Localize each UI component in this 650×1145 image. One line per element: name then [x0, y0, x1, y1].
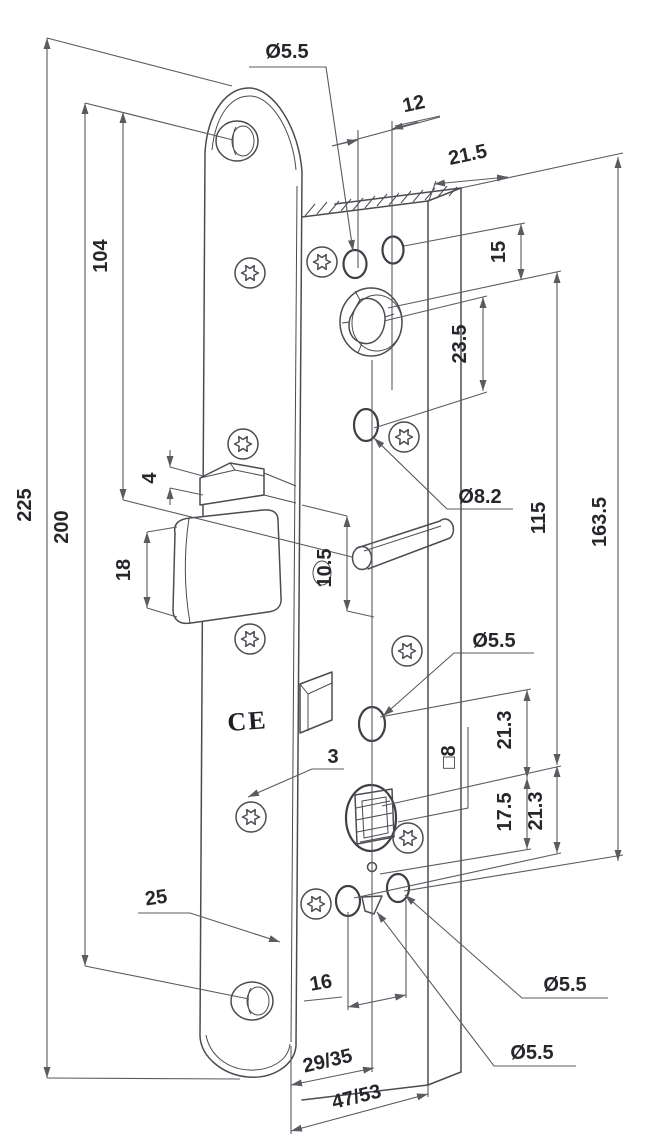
dim-12-line: [331, 116, 441, 147]
dim-label-21-3b: 21.3: [525, 792, 547, 831]
mount-hole-a: [342, 248, 368, 280]
underline-16: [303, 996, 343, 1002]
dim-label-25: 25: [144, 886, 169, 911]
dim-label-21-5: 21.5: [446, 140, 489, 170]
dim-label-dia55-b1: Ø5.5: [543, 974, 586, 996]
dim-label-225: 225: [14, 488, 36, 521]
dim-label-23-5: 23.5: [449, 325, 471, 364]
dim-21-5-line: [433, 174, 509, 187]
dim-label-16: 16: [308, 970, 334, 996]
leader-dia55-b2: [376, 911, 576, 1067]
small-oval-hole: [312, 560, 332, 586]
dim-label-4: 4: [139, 472, 161, 484]
underline-12: [394, 115, 441, 127]
dim-label-3: 3: [327, 746, 338, 768]
dim-label-dia55-b2: Ø5.5: [510, 1042, 553, 1064]
bottom-hole-right: [385, 872, 411, 904]
dim-label-dia82: Ø8.2: [458, 486, 501, 508]
leader-3: [247, 768, 344, 798]
dim-label-dia55-mid: Ø5.5: [472, 630, 515, 652]
faceplate-top-hole: [215, 120, 259, 162]
leader-dia55-top: [249, 66, 355, 252]
dimension-lines: [43, 38, 622, 1132]
dim-label-163-5: 163.5: [589, 497, 611, 547]
extension-lines: [46, 37, 624, 1134]
dim-label-115: 115: [528, 502, 550, 534]
ce-mark: CE: [226, 705, 268, 737]
case-holes-top: [306, 235, 405, 280]
dim-label-10-5: 10.5: [314, 549, 336, 588]
leader-dia55-b1: [404, 894, 608, 999]
dim-label-dia55-top: Ø5.5: [265, 41, 308, 63]
dim-label-15: 15: [488, 241, 510, 263]
dim-label-21-3a: 21.3: [494, 711, 516, 750]
spindle-hub: [344, 783, 424, 873]
faceplate-bottom-hole: [230, 981, 274, 1021]
dim-label-104: 104: [90, 238, 112, 272]
dim-29-35-line: [290, 1066, 375, 1087]
dim-label-sq8: □8: [438, 745, 460, 768]
dimension-labels: Ø5.5 12 21.5 104 225 200 4 18 10.5 15 23…: [14, 41, 611, 1114]
lock-case: [301, 185, 462, 1101]
dim-label-18: 18: [113, 559, 135, 581]
bottom-hole-tri: [361, 895, 383, 915]
leader-25: [138, 912, 281, 943]
trigger-bar: [199, 462, 297, 506]
roller-bolt: [172, 509, 282, 625]
dim-label-12: 12: [401, 91, 427, 117]
dim-label-200: 200: [51, 510, 73, 543]
dim-16-line: [347, 993, 407, 1009]
mount-hole-b: [381, 235, 405, 265]
leader-dia55-mid: [382, 652, 534, 717]
leader-dia82: [373, 437, 513, 510]
cylinder-knob: [339, 287, 403, 357]
cam-hole: [352, 407, 420, 453]
case-cutout: [299, 671, 333, 734]
dim-47-53-line: [290, 1093, 429, 1132]
dim-label-17-5: 17.5: [494, 793, 516, 832]
